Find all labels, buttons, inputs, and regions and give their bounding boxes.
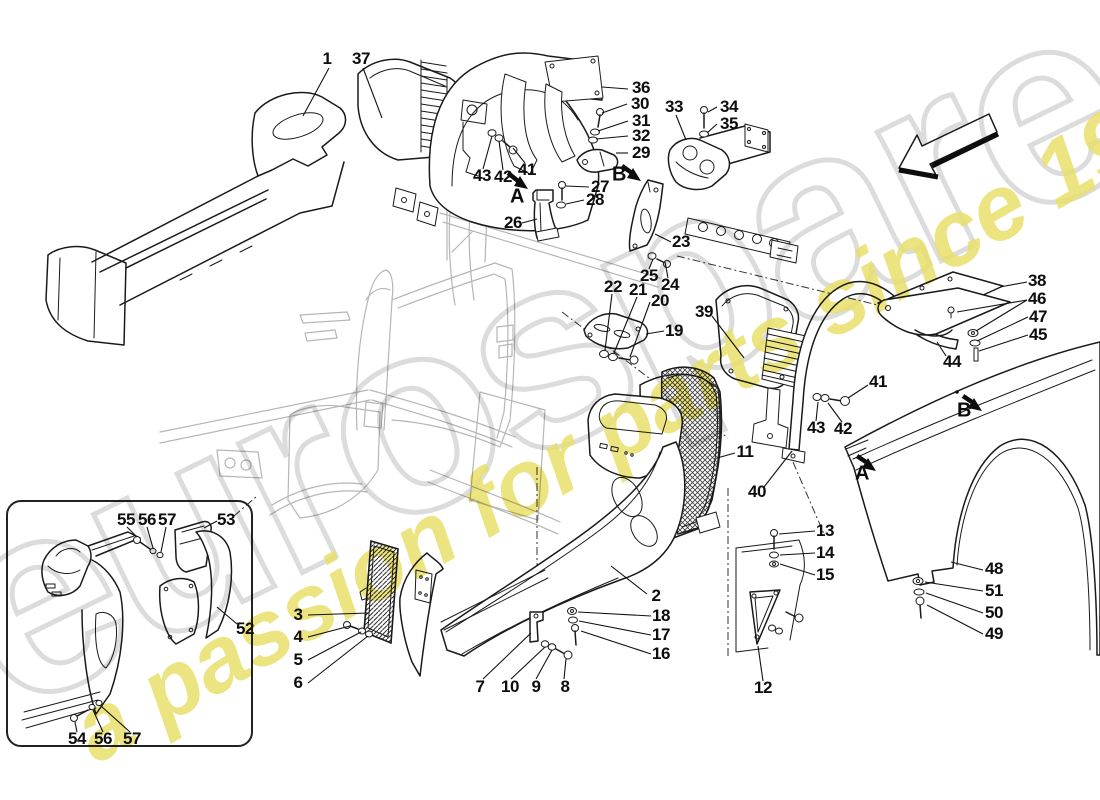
part-44-plate-drawing: [877, 287, 1011, 337]
fastener-cluster-bottom: [529, 607, 579, 660]
part-3-grille-drawing: [343, 539, 549, 677]
part-48-fender-drawing: [844, 341, 1100, 656]
fastener-34-35: [699, 106, 709, 138]
leader-lines: [74, 67, 1029, 733]
direction-arrow-b-top: [620, 164, 641, 181]
part-23-bracket-drawing: [628, 179, 664, 252]
part-26-bracket-drawing: [532, 181, 566, 242]
direction-arrow-b-right: [961, 394, 982, 411]
part-39-cover-drawing: [715, 284, 807, 449]
fastener-41-42-43-right: [812, 393, 850, 406]
fastener-45-46-47: [967, 329, 981, 362]
big-arrow-icon: [898, 113, 1000, 180]
fastener-30-31-32: [588, 108, 604, 144]
chassis-faint-drawing: [159, 209, 661, 535]
part-1-sill-drawing: [45, 91, 347, 346]
part-33-bracket-drawing: [667, 123, 799, 264]
direction-arrow-a-right: [855, 454, 876, 471]
part-29-bracket-drawing: [576, 148, 619, 173]
direction-arrow-a-top: [506, 171, 528, 189]
part-12-bracket-drawing: [735, 529, 805, 653]
fastener-24-25: [647, 252, 671, 268]
part-19-bracket-drawing: [583, 312, 649, 365]
inset-detail-box: [6, 500, 253, 747]
